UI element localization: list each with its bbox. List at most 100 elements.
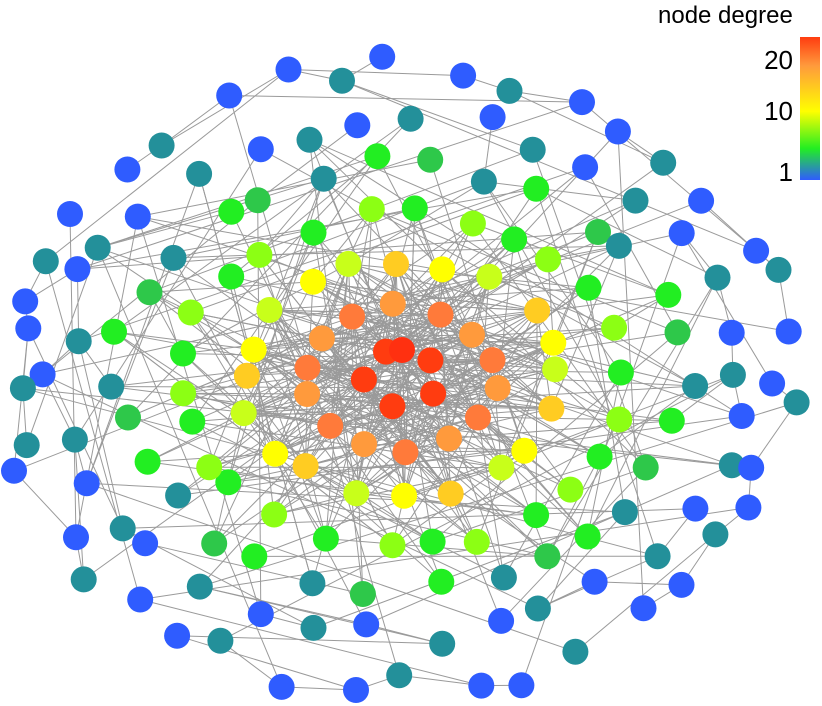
edge [535,188,718,279]
node [735,494,762,521]
edge [366,623,443,645]
node [247,136,274,163]
edge [575,534,716,653]
edge [243,351,387,414]
color-scale-bar [800,37,820,180]
node [179,408,206,435]
node [688,187,715,214]
node [538,395,565,422]
node [601,314,628,341]
node [575,274,602,301]
node [134,448,161,475]
node [775,318,802,345]
node [246,241,273,268]
edge [177,166,586,496]
node [165,482,192,509]
node [29,361,56,388]
node [261,501,288,528]
edge [268,309,327,539]
edge [430,359,600,458]
node [450,62,477,89]
edge [111,386,732,466]
node [379,532,406,559]
node [9,375,36,402]
node [344,112,371,139]
node [294,354,321,381]
edge [111,327,615,388]
node [488,607,515,634]
edge [243,349,403,414]
node [300,268,326,295]
node [218,263,245,290]
node [632,454,659,481]
edge [78,166,586,342]
node [586,443,613,470]
edge [274,349,403,455]
node [718,452,745,479]
node [511,437,538,464]
node [386,662,413,689]
node [292,453,319,480]
edge [113,331,433,543]
node [523,502,550,529]
node [186,573,213,600]
node [765,256,792,283]
node [241,543,268,570]
edge [401,245,620,351]
node [351,431,378,458]
node [463,528,490,555]
edge [127,118,411,418]
node [32,248,59,275]
node [420,380,447,407]
edge [440,314,571,490]
node [73,470,100,497]
node [572,154,599,181]
node [664,319,691,346]
node [437,480,464,507]
edge [399,674,482,687]
node [606,406,633,433]
node [196,454,223,481]
edge [178,415,742,496]
node [668,571,695,598]
node [124,203,151,230]
node [15,315,42,342]
node [335,250,362,277]
edge [681,232,773,384]
node [429,630,456,657]
node [358,196,385,223]
edge [288,69,464,77]
edge [509,90,664,164]
node [655,281,682,308]
edge [229,95,583,103]
node [109,515,136,542]
edge [432,332,678,542]
edge [173,257,367,625]
node [63,524,89,551]
edge [149,291,537,516]
edge [401,349,502,468]
node [728,403,755,429]
node [743,237,770,264]
node [353,611,380,638]
edge [13,470,77,538]
edge [199,586,367,625]
edge [587,277,718,537]
node [488,454,515,481]
node [508,672,535,699]
node [215,469,242,496]
edge [305,465,433,543]
node [650,149,677,176]
node [436,425,462,452]
node [240,336,267,363]
node [114,156,141,183]
node [630,595,657,622]
edge [192,405,393,423]
edge [535,310,538,516]
edge [440,314,479,418]
edge [309,139,364,595]
node [738,454,765,481]
node [535,246,561,273]
node [275,56,302,83]
node [369,43,396,70]
